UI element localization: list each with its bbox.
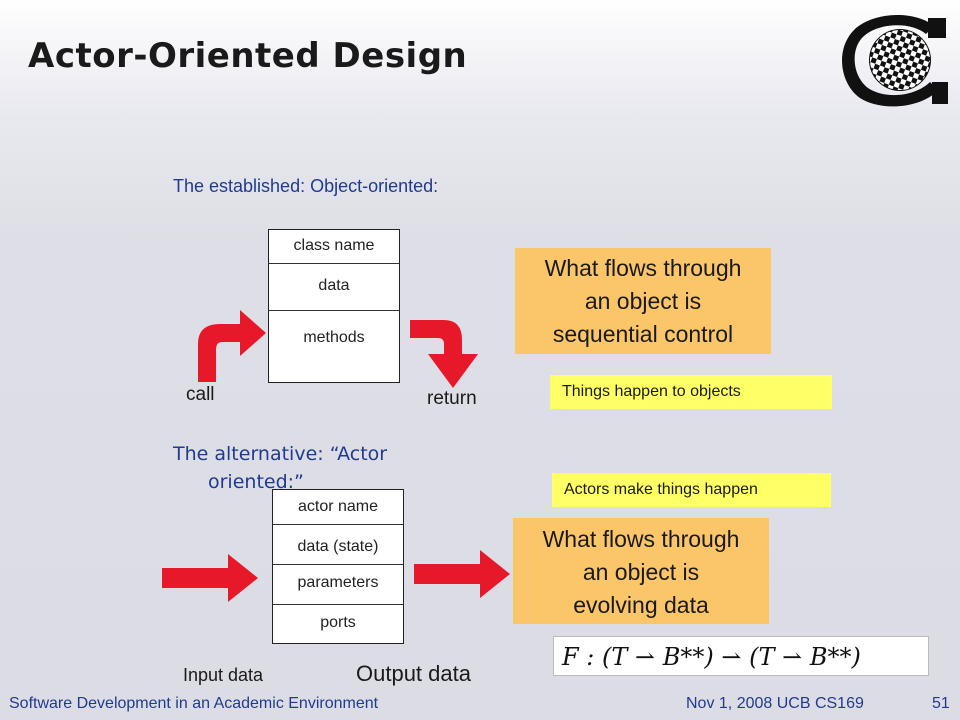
note-objects: Things happen to objects [550,375,832,409]
output-data-label: Output data [356,661,471,686]
divider [273,524,403,525]
actor-name-cell: actor name [297,498,379,515]
note-actors: Actors make things happen [552,473,831,507]
return-label: return [427,388,477,409]
type-formula: F : (T ⇀ B**) ⇀ (T ⇀ B**) [553,636,929,676]
actor-ports-cell: ports [320,614,356,631]
alternative-line: oriented:” [208,471,304,493]
divider [269,263,399,264]
flow-actor-line: What flows through [542,526,740,552]
slide-title: Actor-Oriented Design [28,36,468,76]
alternative-label: The alternative: “Actor oriented:” [173,440,473,496]
class-methods-cell: methods [303,329,365,346]
class-name-cell: class name [293,237,375,254]
return-arrow-icon [410,320,478,388]
divider [269,310,399,311]
call-arrow-icon [198,310,266,382]
footer-date: Nov 1, 2008 UCB CS169 [686,695,864,712]
established-label: The established: Object-oriented: [173,176,439,196]
input-data-label: Input data [183,665,264,685]
footer-page: 51 [932,695,950,712]
class-box: class name data methods [268,229,400,383]
flow-object-line: What flows through [544,255,742,281]
actor-box: actor name data (state) parameters ports [272,489,404,644]
flow-object-line: sequential control [552,321,734,347]
class-data-cell: data [318,277,350,294]
flow-actor-line: an object is [582,559,700,585]
actor-parameters-cell: parameters [297,574,379,591]
output-arrow-icon [414,550,510,598]
actor-data-cell: data (state) [297,538,379,555]
alternative-line: The alternative: “Actor [173,443,388,465]
footer-left: Software Development in an Academic Envi… [9,695,379,712]
flow-actor-box: What flows through an object is evolving… [513,518,769,624]
divider [273,564,403,565]
flow-object-box: What flows through an object is sequenti… [515,248,771,354]
flow-actor-line: evolving data [573,592,709,618]
flow-object-line: an object is [584,288,702,314]
c-logo-icon [842,15,948,107]
input-arrow-icon [162,554,258,602]
divider [273,604,403,605]
call-label: call [186,384,215,405]
